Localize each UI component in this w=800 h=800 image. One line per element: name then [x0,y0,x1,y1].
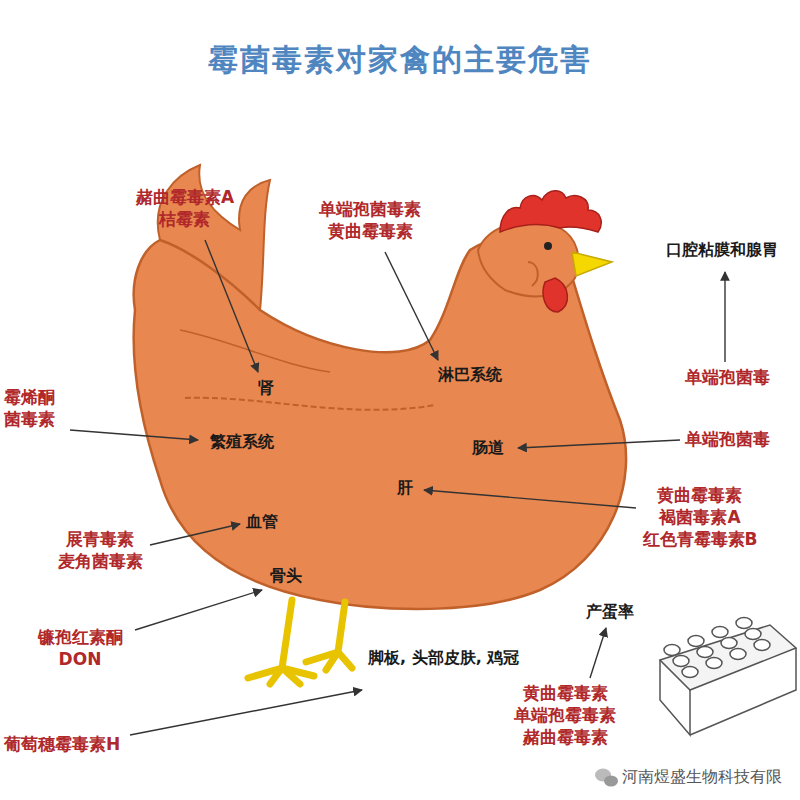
organ-label: 肠道 [472,438,504,459]
egg-carton [660,618,796,736]
toxin-label: 单端孢菌毒 [685,366,770,388]
toxin-label: 霉烯酮 菌毒素 [4,386,55,430]
organ-label: 脚板, 头部皮肤, 鸡冠 [368,648,528,669]
egg [736,618,752,629]
toxin-label: 单端孢菌毒素 黄曲霉毒素 [319,198,421,242]
egg [712,627,728,638]
comb [500,191,601,232]
organ-label: 繁殖系统 [210,432,274,453]
egg [673,656,689,667]
egg [697,647,713,658]
organ-label: 肝 [397,478,413,499]
chicken-body [134,238,626,609]
ear [528,262,538,286]
toxin-label: 葡萄穗霉毒素H [4,733,120,755]
organ-label: 口腔粘膜和腺胃 [666,240,778,261]
egg [664,645,680,656]
eye [544,242,552,250]
left-leg [248,600,314,684]
toxin-label: 黄曲霉毒素 褐菌毒素A 红色青霉毒素B [643,484,758,550]
organ-label: 淋巴系统 [438,365,502,386]
diagram-title: 霉菌毒素对家禽的主要危害 [208,40,592,79]
toxin-label: 展青毒素 麦角菌毒素 [58,528,143,572]
organ-label: 骨头 [270,566,302,587]
watermark-icon [595,769,618,787]
right-leg [306,602,352,670]
toxin-label: 黄曲霉毒素 单端孢霉毒素 赭曲霉毒素 [514,682,616,748]
egg [706,658,722,669]
beak [572,252,612,276]
toxin-label: 赭曲霉毒素A 桔霉素 [136,186,234,230]
egg [682,667,698,678]
organ-label: 肾 [258,378,274,399]
organ-label: 产蛋率 [586,602,634,623]
watermark: 河南煜盛生物科技有限 [622,767,782,788]
egg [730,649,746,660]
wing-line [185,398,435,410]
toxin-label: 镰孢红素酮 DON [38,626,123,670]
organ-label: 血管 [246,512,278,533]
leader-lines [70,240,725,735]
egg [721,638,737,649]
toxin-label: 单端孢菌毒 [685,428,770,450]
wattle [543,278,567,312]
egg [754,640,770,651]
egg [688,636,704,647]
egg [745,629,761,640]
